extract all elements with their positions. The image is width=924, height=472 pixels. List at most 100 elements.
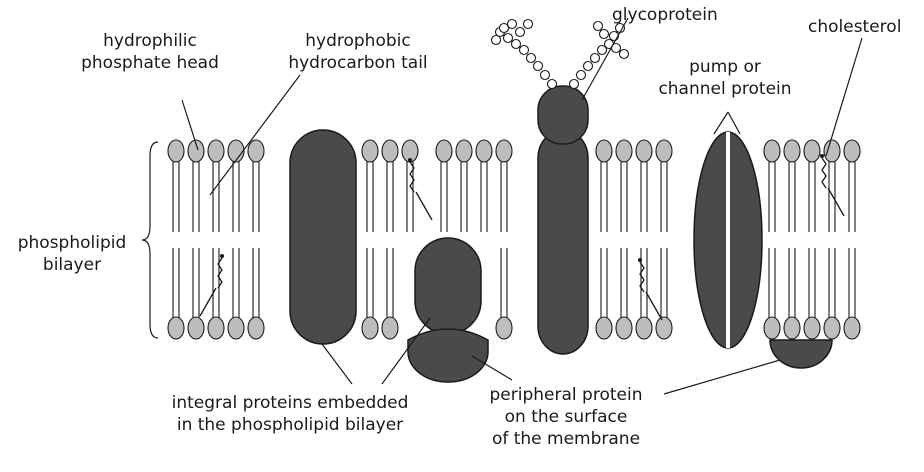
sugar-bead <box>610 32 619 41</box>
pump-channel-label: pump or channel protein <box>640 56 810 100</box>
sugar-bead <box>541 71 550 80</box>
integral-protein-left <box>290 130 356 344</box>
hydrocarbon-tail <box>829 248 835 318</box>
sugar-bead <box>508 20 517 29</box>
glycoprotein-body <box>538 130 588 354</box>
phosphate-head <box>476 140 492 162</box>
phosphate-head <box>496 140 512 162</box>
pump-label-line1: pump or <box>640 56 810 78</box>
integral-protein-lower <box>415 238 481 334</box>
hydrocarbon-tail <box>769 248 775 318</box>
sugar-bead <box>524 20 533 29</box>
cholesterol-head <box>220 254 224 258</box>
peripheral-label-line3: of the membrane <box>466 428 666 450</box>
cholesterol-head <box>408 158 412 162</box>
hydrocarbon-tail <box>501 248 507 318</box>
peripheral-label-line1: peripheral protein <box>466 384 666 406</box>
phosphate-head <box>616 140 632 162</box>
sugar-bead <box>620 50 629 59</box>
hydrocarbon-tail <box>461 160 467 232</box>
hydrocarbon-tail <box>621 160 627 232</box>
phosphate-head <box>382 140 398 162</box>
phosphate-head <box>656 140 672 162</box>
leader-hydrophobic <box>210 75 300 195</box>
leader-integral-1 <box>322 344 352 384</box>
hydrophobic-label-line2: hydrocarbon tail <box>268 52 448 74</box>
phosphate-head <box>824 317 840 339</box>
cholesterol-head <box>820 154 824 158</box>
hydrocarbon-tail <box>809 248 815 318</box>
hydrocarbon-tail <box>849 160 855 232</box>
phosphate-head <box>636 317 652 339</box>
phosphate-head <box>804 317 820 339</box>
hydrophilic-label: hydrophilic phosphate head <box>70 30 230 74</box>
hydrocarbon-tail <box>367 160 373 232</box>
phosphate-head <box>764 140 780 162</box>
hydrocarbon-tail <box>621 248 627 318</box>
hydrocarbon-tail <box>601 160 607 232</box>
hydrophilic-label-line2: phosphate head <box>70 52 230 74</box>
phosphate-head <box>436 140 452 162</box>
phosphate-head <box>784 317 800 339</box>
sugar-bead <box>570 80 579 89</box>
phosphate-head <box>844 317 860 339</box>
cholesterol-tail <box>200 288 216 316</box>
sugar-bead <box>591 54 600 63</box>
leader-cholesterol <box>826 38 862 156</box>
sugar-bead <box>527 54 536 63</box>
hydrocarbon-tail <box>789 248 795 318</box>
integral-proteins-label: integral proteins embedded in the phosph… <box>140 392 440 436</box>
integral-label-line1: integral proteins embedded <box>140 392 440 414</box>
hydrocarbon-tail <box>253 248 259 318</box>
cholesterol-tail <box>416 192 432 220</box>
sugar-bead <box>594 22 603 31</box>
hydrocarbon-tail <box>809 160 815 232</box>
cholesterol-tail <box>828 188 844 216</box>
phosphate-head <box>784 140 800 162</box>
phosphate-head <box>248 140 264 162</box>
hydrocarbon-tail <box>641 160 647 232</box>
leader-hydrophilic <box>182 100 198 150</box>
bilayer-label-line1: phospholipid <box>2 232 142 254</box>
peripheral-protein-label: peripheral protein on the surface of the… <box>466 384 666 450</box>
phosphate-head <box>496 317 512 339</box>
sugar-bead <box>534 62 543 71</box>
hydrocarbon-tail <box>769 160 775 232</box>
hydrocarbon-tail <box>173 248 179 318</box>
hydrocarbon-tail <box>367 248 373 318</box>
phosphate-head <box>596 140 612 162</box>
phosphate-head <box>616 317 632 339</box>
hydrocarbon-tail <box>213 248 219 318</box>
phosphate-head <box>168 140 184 162</box>
phosphate-head <box>804 140 820 162</box>
phosphate-head <box>168 317 184 339</box>
bilayer-label-line2: bilayer <box>2 254 142 276</box>
hydrocarbon-tail <box>387 248 393 318</box>
hydrocarbon-tail <box>661 160 667 232</box>
sugar-bead <box>516 28 525 37</box>
phosphate-head <box>362 140 378 162</box>
sugar-bead <box>548 80 557 89</box>
hydrocarbon-tail <box>501 160 507 232</box>
hydrocarbon-tail <box>601 248 607 318</box>
leader-pump-2 <box>728 112 740 134</box>
sugar-bead <box>520 46 529 55</box>
cholesterol-tail <box>646 292 662 320</box>
phosphate-head <box>248 317 264 339</box>
phosphate-head <box>362 317 378 339</box>
bilayer-bracket <box>142 142 158 338</box>
phosphate-head <box>208 317 224 339</box>
sugar-bead <box>584 62 593 71</box>
hydrocarbon-tail <box>481 160 487 232</box>
hydrocarbon-tail <box>789 160 795 232</box>
hydrocarbon-tail <box>661 248 667 318</box>
phosphate-head <box>844 140 860 162</box>
hydrocarbon-tail <box>441 160 447 232</box>
hydrocarbon-tail <box>233 160 239 232</box>
integral-label-line2: in the phospholipid bilayer <box>140 414 440 436</box>
phosphate-head <box>636 140 652 162</box>
cholesterol-molecule <box>822 158 826 188</box>
phosphate-head <box>764 317 780 339</box>
sugar-bead <box>492 36 501 45</box>
